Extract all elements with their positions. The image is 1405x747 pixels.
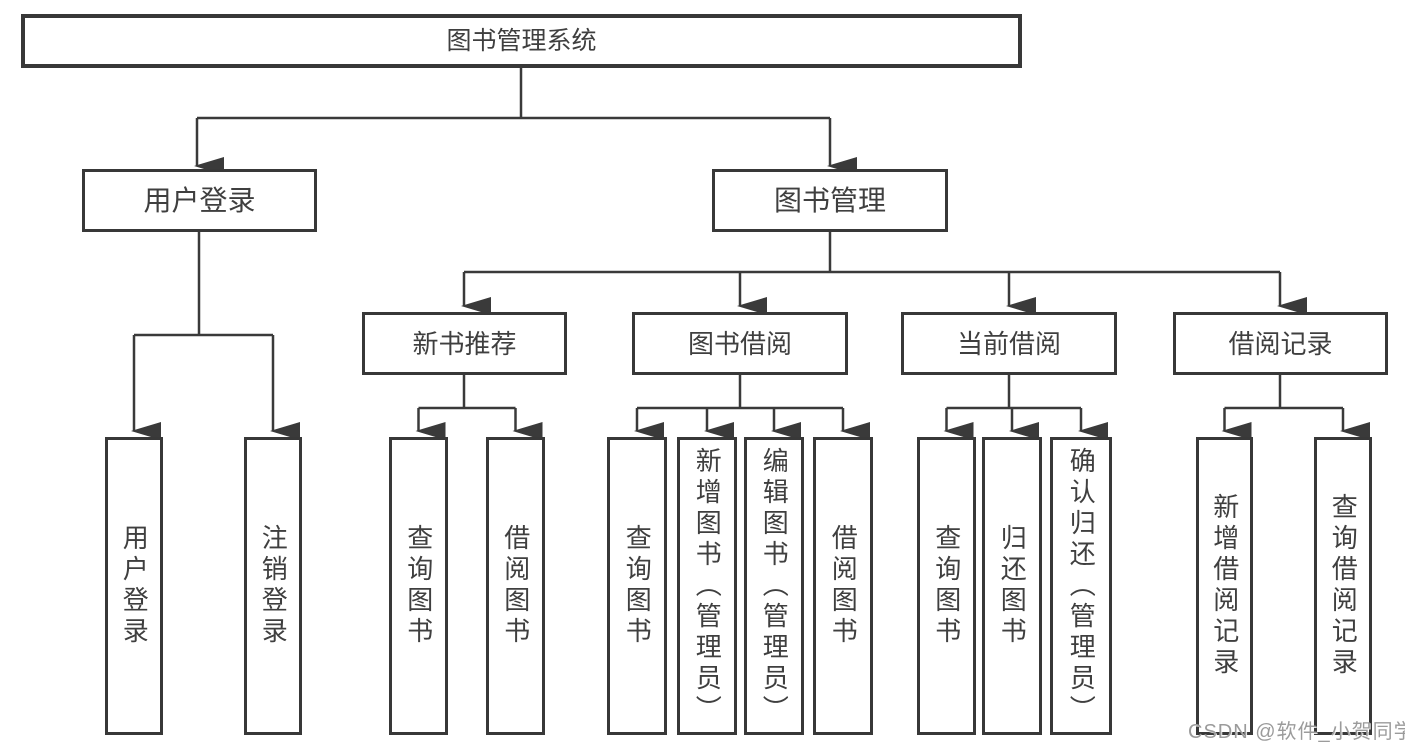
leaf-add-books-admin: 新增图书（管理员）: [677, 437, 737, 735]
node-user-login: 用户登录: [82, 169, 317, 232]
leaf-current-query-books-label: 查询图书: [931, 524, 962, 648]
leaf-borrow-query-books-label: 查询图书: [622, 524, 653, 648]
leaf-current-query-books: 查询图书: [917, 437, 976, 735]
leaf-confirm-return-admin-label: 确认归还（管理员）: [1066, 446, 1097, 726]
node-book-management: 图书管理: [712, 169, 948, 232]
csdn-watermark: CSDN @软件_小贺同学: [1188, 721, 1405, 743]
leaf-user-login-label: 用户登录: [119, 524, 150, 648]
leaf-logout-label: 注销登录: [258, 524, 289, 648]
node-root-label: 图书管理系统: [446, 26, 597, 55]
node-book-borrow-label: 图书借阅: [687, 328, 792, 359]
leaf-add-borrow-record-label: 新增借阅记录: [1209, 493, 1240, 679]
leaf-recommend-borrow-books: 借阅图书: [486, 437, 545, 735]
leaf-user-login: 用户登录: [105, 437, 163, 735]
leaf-recommend-query-books: 查询图书: [389, 437, 448, 735]
leaf-add-borrow-record: 新增借阅记录: [1196, 437, 1253, 735]
leaf-borrow-books: 借阅图书: [813, 437, 873, 735]
leaf-borrow-books-label: 借阅图书: [828, 524, 859, 648]
node-current-borrow-label: 当前借阅: [956, 328, 1061, 359]
leaf-borrow-query-books: 查询图书: [607, 437, 667, 735]
leaf-query-borrow-record-label: 查询借阅记录: [1328, 493, 1359, 679]
leaf-return-books-label: 归还图书: [997, 524, 1028, 648]
leaf-confirm-return-admin: 确认归还（管理员）: [1050, 437, 1112, 735]
node-borrow-records-label: 借阅记录: [1228, 328, 1333, 359]
leaf-query-borrow-record: 查询借阅记录: [1314, 437, 1372, 735]
leaf-edit-books-admin-label: 编辑图书（管理员）: [759, 446, 790, 726]
leaf-recommend-borrow-books-label: 借阅图书: [500, 524, 531, 648]
node-new-book-recommend-label: 新书推荐: [412, 328, 517, 359]
leaf-recommend-query-books-label: 查询图书: [403, 524, 434, 648]
leaf-return-books: 归还图书: [982, 437, 1042, 735]
node-root: 图书管理系统: [21, 14, 1022, 68]
node-book-borrow: 图书借阅: [632, 312, 848, 375]
node-user-login-label: 用户登录: [143, 184, 256, 216]
leaf-add-books-admin-label: 新增图书（管理员）: [692, 446, 723, 726]
leaf-edit-books-admin: 编辑图书（管理员）: [744, 437, 804, 735]
leaf-logout: 注销登录: [244, 437, 302, 735]
node-new-book-recommend: 新书推荐: [362, 312, 567, 375]
node-current-borrow: 当前借阅: [901, 312, 1117, 375]
node-borrow-records: 借阅记录: [1173, 312, 1388, 375]
node-book-management-label: 图书管理: [773, 184, 886, 216]
